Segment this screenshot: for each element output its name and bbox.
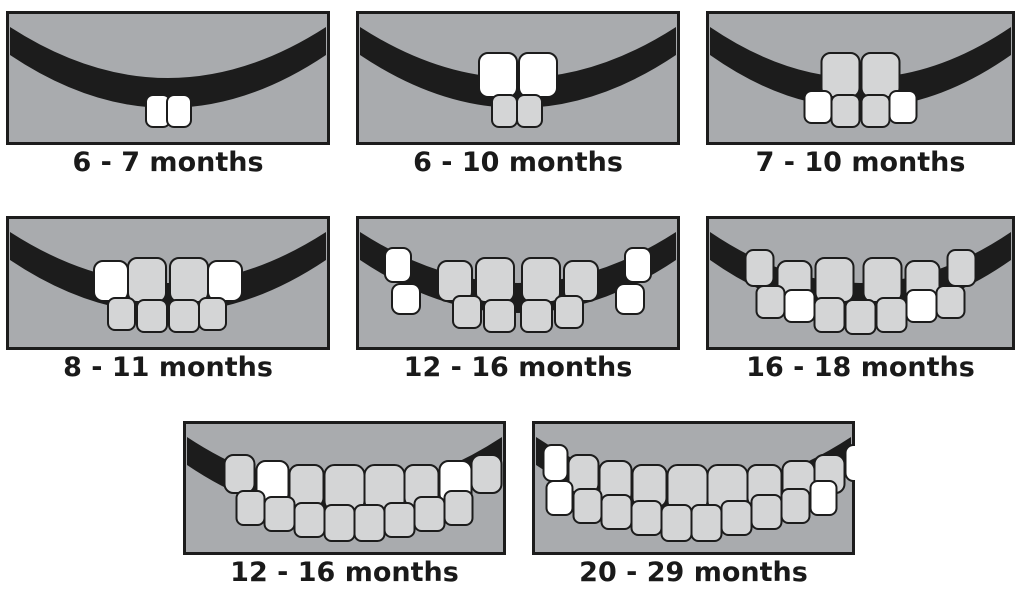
erupted-lower-tooth bbox=[492, 95, 517, 127]
erupting-lower-tooth bbox=[167, 95, 191, 127]
erupting-upper-tooth bbox=[94, 261, 128, 301]
erupted-lower-tooth bbox=[355, 505, 385, 541]
stage-label-5: 12 - 16 months bbox=[356, 352, 680, 384]
stage-label-8: 20 - 29 months bbox=[532, 557, 855, 589]
erupted-lower-tooth bbox=[632, 501, 662, 535]
stage-panel-6 bbox=[706, 216, 1015, 350]
stage-label-6: 16 - 18 months bbox=[706, 352, 1015, 384]
erupted-lower-tooth bbox=[815, 298, 845, 332]
stage-illustration-5 bbox=[356, 216, 680, 350]
stage-label-4: 8 - 11 months bbox=[6, 352, 330, 384]
stage-panel-8 bbox=[532, 421, 855, 555]
stage-label-1: 6 - 7 months bbox=[6, 147, 330, 179]
erupted-lower-tooth bbox=[692, 505, 722, 541]
erupted-lower-tooth bbox=[574, 489, 602, 523]
erupted-lower-tooth bbox=[937, 286, 965, 318]
erupted-upper-tooth bbox=[522, 258, 560, 302]
erupted-upper-tooth bbox=[864, 258, 902, 302]
stage-panel-5 bbox=[356, 216, 680, 350]
erupted-lower-tooth bbox=[415, 497, 445, 531]
erupted-upper-tooth bbox=[948, 250, 976, 286]
stage-panel-4 bbox=[6, 216, 330, 350]
stage-illustration-7 bbox=[183, 421, 506, 555]
erupted-upper-tooth bbox=[170, 258, 208, 302]
erupting-lower-tooth bbox=[805, 91, 832, 123]
erupting-molar-tooth bbox=[392, 284, 420, 314]
erupted-lower-tooth bbox=[602, 495, 632, 529]
stage-label-2: 6 - 10 months bbox=[356, 147, 680, 179]
erupted-lower-tooth bbox=[521, 300, 552, 332]
erupting-lower-tooth bbox=[785, 290, 815, 322]
erupted-upper-tooth bbox=[472, 455, 502, 493]
erupting-lower-tooth bbox=[811, 481, 837, 515]
erupted-lower-tooth bbox=[453, 296, 481, 328]
erupted-upper-tooth bbox=[822, 53, 860, 97]
erupted-lower-tooth bbox=[199, 298, 226, 330]
stage-label-7: 12 - 16 months bbox=[183, 557, 506, 589]
erupting-upper-tooth bbox=[846, 445, 856, 481]
erupted-lower-tooth bbox=[722, 501, 752, 535]
erupting-upper-tooth bbox=[479, 53, 517, 97]
stage-label-3: 7 - 10 months bbox=[706, 147, 1015, 179]
erupted-lower-tooth bbox=[662, 505, 692, 541]
stage-panel-2 bbox=[356, 11, 680, 145]
erupted-lower-tooth bbox=[108, 298, 135, 330]
stage-illustration-1 bbox=[6, 11, 330, 145]
erupted-lower-tooth bbox=[237, 491, 265, 525]
stage-panel-3 bbox=[706, 11, 1015, 145]
stage-illustration-3 bbox=[706, 11, 1015, 145]
erupted-lower-tooth bbox=[265, 497, 295, 531]
erupting-upper-tooth bbox=[519, 53, 557, 97]
stage-panel-7 bbox=[183, 421, 506, 555]
erupted-upper-tooth bbox=[862, 53, 900, 97]
erupting-lower-tooth bbox=[547, 481, 573, 515]
stage-illustration-6 bbox=[706, 216, 1015, 350]
erupted-lower-tooth bbox=[782, 489, 810, 523]
erupted-lower-tooth bbox=[484, 300, 515, 332]
erupting-lower-tooth bbox=[907, 290, 937, 322]
erupted-upper-tooth bbox=[816, 258, 854, 302]
erupted-upper-tooth bbox=[746, 250, 774, 286]
erupted-lower-tooth bbox=[385, 503, 415, 537]
erupted-lower-tooth bbox=[752, 495, 782, 529]
erupting-molar-tooth bbox=[625, 248, 651, 282]
erupted-lower-tooth bbox=[325, 505, 355, 541]
erupted-lower-tooth bbox=[862, 95, 890, 127]
erupted-lower-tooth bbox=[445, 491, 473, 525]
erupted-lower-tooth bbox=[832, 95, 860, 127]
stage-illustration-8 bbox=[532, 421, 855, 555]
erupted-lower-tooth bbox=[137, 300, 167, 332]
erupting-lower-tooth bbox=[890, 91, 917, 123]
erupting-upper-tooth bbox=[208, 261, 242, 301]
erupted-lower-tooth bbox=[877, 298, 907, 332]
stage-panel-1 bbox=[6, 11, 330, 145]
erupted-lower-tooth bbox=[555, 296, 583, 328]
erupted-upper-tooth bbox=[225, 455, 255, 493]
erupted-lower-tooth bbox=[169, 300, 199, 332]
erupting-molar-tooth bbox=[385, 248, 411, 282]
erupted-lower-tooth bbox=[846, 300, 876, 334]
stage-illustration-2 bbox=[356, 11, 680, 145]
stage-illustration-4 bbox=[6, 216, 330, 350]
erupted-lower-tooth bbox=[295, 503, 325, 537]
erupting-molar-tooth bbox=[616, 284, 644, 314]
erupting-upper-tooth bbox=[544, 445, 568, 481]
erupted-lower-tooth bbox=[757, 286, 785, 318]
erupted-lower-tooth bbox=[517, 95, 542, 127]
erupted-upper-tooth bbox=[476, 258, 514, 302]
erupted-upper-tooth bbox=[128, 258, 166, 302]
